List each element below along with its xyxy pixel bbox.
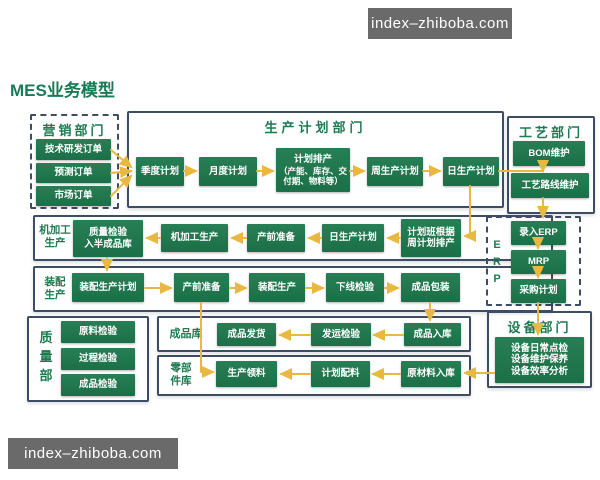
label-parts-store: 零部 件库 xyxy=(170,362,192,388)
watermark-top: index–zhiboba.com xyxy=(368,8,512,39)
node-machining-production: 机加工生产 xyxy=(161,224,228,252)
node-preproduction-prep-machining: 产前准备 xyxy=(247,224,305,252)
section-marketing-title: 营销部门 xyxy=(42,123,107,138)
section-process-title: 工艺部门 xyxy=(518,125,583,140)
label-erp: E R P xyxy=(493,239,501,285)
label-machining: 机加工 生产 xyxy=(39,224,71,250)
node-quarterly-plan: 季度计划 xyxy=(136,157,184,186)
node-purchase-plan: 采购计划 xyxy=(511,279,566,303)
label-finished-store: 成品库 xyxy=(169,328,203,340)
node-weekly-team-scheduling: 计划班根据 周计划排产 xyxy=(401,219,461,257)
node-assembly-plan: 装配生产计划 xyxy=(72,273,144,302)
node-equipment-tasks: 设备日常点检 设备维护保养 设备效率分析 xyxy=(495,337,584,383)
section-erp xyxy=(486,216,581,306)
node-weekly-plan: 周生产计划 xyxy=(367,157,423,186)
label-assembly: 装配 生产 xyxy=(44,276,66,302)
section-process: 工艺部门 xyxy=(507,116,595,214)
node-product-packaging: 成品包装 xyxy=(401,273,460,302)
node-material-batching: 计划配料 xyxy=(311,361,370,387)
node-assembly-production: 装配生产 xyxy=(249,273,305,302)
node-material-picking: 生产领料 xyxy=(216,361,277,387)
node-product-warehousing: 成品入库 xyxy=(404,323,461,346)
node-daily-plan-machining: 日生产计划 xyxy=(322,224,384,252)
node-shipping-inspection: 发运检验 xyxy=(311,323,371,346)
node-quality-check-semi-store: 质量检验 入半成品库 xyxy=(73,220,143,257)
section-quality xyxy=(27,316,149,402)
section-equipment-title: 设备部门 xyxy=(507,320,572,335)
node-preproduction-prep-assembly: 产前准备 xyxy=(174,273,229,302)
node-market-order: 市场订单 xyxy=(36,186,111,206)
node-daily-plan: 日生产计划 xyxy=(443,157,499,186)
node-bom-maintenance: BOM维护 xyxy=(513,141,585,166)
node-production-scheduling: 计划排产 （产能、库存、交付期、物料等） xyxy=(276,148,350,192)
node-offline-inspection: 下线检验 xyxy=(326,273,384,302)
page-title: MES业务模型 xyxy=(10,81,115,100)
node-process-inspection: 过程检验 xyxy=(61,348,135,370)
node-final-inspection: 成品检验 xyxy=(61,374,135,396)
node-product-shipping: 成品发货 xyxy=(217,323,276,346)
node-mrp: MRP xyxy=(511,250,566,274)
section-finished-store xyxy=(157,316,471,352)
label-quality: 质 量 部 xyxy=(39,330,53,383)
node-raw-material-inspection: 原料检验 xyxy=(61,321,135,343)
node-route-maintenance: 工艺路线维护 xyxy=(511,173,589,198)
section-planning-title: 生产计划部门 xyxy=(264,120,367,135)
node-raw-material-warehousing: 原材料入库 xyxy=(401,361,461,387)
node-tech-rd-order: 技术研发订单 xyxy=(36,139,111,160)
node-monthly-plan: 月度计划 xyxy=(199,157,257,186)
node-erp-entry: 录入ERP xyxy=(511,221,566,245)
node-forecast-order: 预测订单 xyxy=(36,163,111,183)
watermark-bottom: index–zhiboba.com xyxy=(8,438,178,469)
